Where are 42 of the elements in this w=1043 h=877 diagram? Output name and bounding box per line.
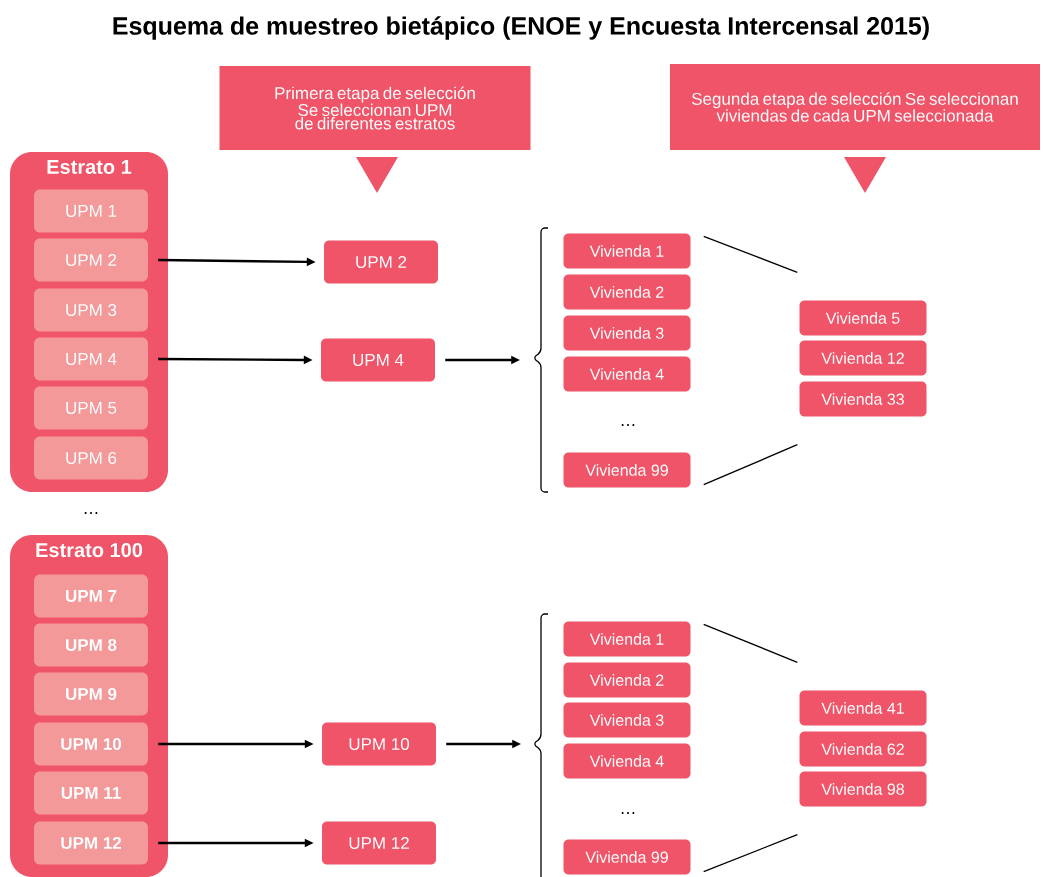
dwelling-box: Vivienda 1 (563, 621, 691, 657)
unit-box: UPM 1 (34, 189, 148, 233)
title: Esquema de muestreo bietápico (ENOE y Encuesta Intercensal 2015) (113, 16, 929, 40)
unit-box: UPM 4 (34, 337, 148, 381)
ellipsis: … (621, 812, 635, 814)
unit-box: UPM 2 (34, 238, 148, 282)
ellipsis: … (84, 512, 98, 514)
dwelling-box: Vivienda 4 (563, 356, 691, 392)
dwelling-box: Vivienda 3 (563, 315, 691, 351)
dwelling-box: Vivienda 33 (799, 381, 927, 417)
dwelling-box: Vivienda 5 (799, 300, 927, 336)
connector-line (703, 834, 798, 873)
dwelling-box: Vivienda 2 (563, 274, 691, 310)
header-box: Primera etapa de selección Se seleccionan UPM de diferentes estratos (219, 66, 531, 150)
header-box: Segunda etapa de selección Se seleccionan viviendas de cada UPM seleccionada (670, 64, 1040, 150)
dwelling-box: Vivienda 98 (799, 771, 927, 807)
dwelling-box: Vivienda 1 (563, 233, 691, 269)
unit-box: UPM 9 (34, 672, 148, 716)
dwelling-box: Vivienda 3 (563, 702, 691, 738)
unit-box: UPM 6 (34, 436, 148, 480)
dwelling-box: Vivienda 12 (799, 340, 927, 376)
selected-unit-box: UPM 10 (322, 722, 436, 766)
dwelling-box: Vivienda 2 (563, 662, 691, 698)
selected-unit-box: UPM 12 (322, 821, 436, 865)
dwelling-box: Vivienda 62 (799, 731, 927, 767)
selected-unit-box: UPM 2 (324, 240, 438, 284)
dwelling-box: Vivienda 4 (563, 743, 691, 779)
unit-box: UPM 3 (34, 288, 148, 332)
dwelling-box: Vivienda 99 (563, 452, 691, 488)
ellipsis: … (621, 424, 635, 426)
unit-box: UPM 10 (34, 722, 148, 766)
unit-box: UPM 7 (34, 574, 148, 618)
connector-line (703, 235, 798, 273)
dwelling-box: Vivienda 99 (563, 839, 691, 875)
unit-box: UPM 5 (34, 386, 148, 430)
unit-box: UPM 11 (34, 771, 148, 815)
selected-unit-box: UPM 4 (321, 338, 435, 382)
connector-line (703, 623, 798, 663)
unit-box: UPM 8 (34, 623, 148, 667)
connector-line (703, 444, 798, 486)
dwelling-box: Vivienda 41 (799, 690, 927, 726)
unit-box: UPM 12 (34, 821, 148, 865)
